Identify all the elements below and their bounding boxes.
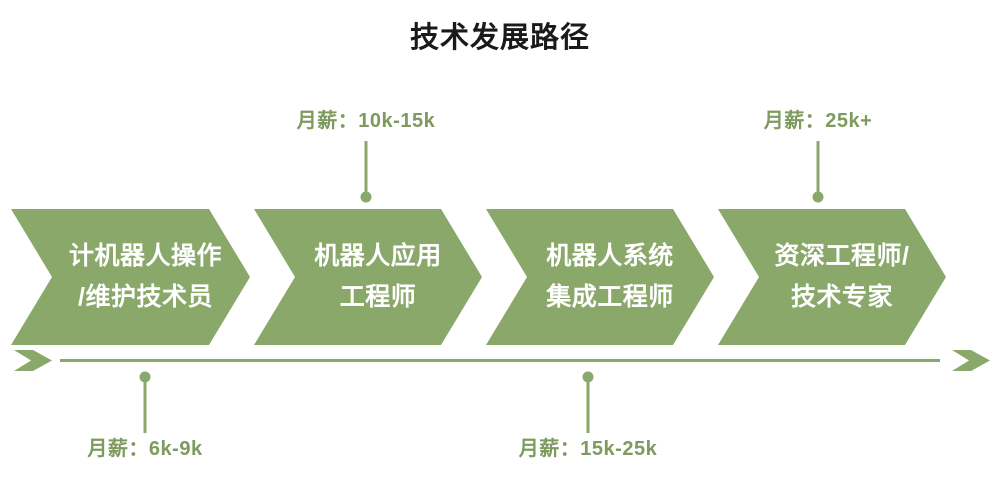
stage-label-1-line-1: 计机器人操作 (68, 242, 222, 270)
stage-chevron-2[interactable]: 机器人应用 工程师 (254, 209, 482, 345)
callout-stem-icon (143, 377, 147, 433)
callout-stem-icon (586, 377, 590, 433)
callout-stem-icon (364, 141, 368, 197)
callout-dot-icon (812, 191, 824, 203)
stage-label-3-line-2: 集成工程师 (546, 283, 674, 311)
timeline-end-arrow-icon (952, 350, 990, 371)
stage-chevron-1[interactable]: 计机器人操作 /维护技术员 (11, 209, 250, 345)
stage-label-1-line-2: /维护技术员 (78, 283, 213, 311)
stage-label-2-line-1: 机器人应用 (314, 242, 442, 270)
stage-chevron-3[interactable]: 机器人系统 集成工程师 (486, 209, 714, 345)
stage-label-3: 机器人系统 集成工程师 (526, 236, 674, 318)
stage-label-3-line-1: 机器人系统 (546, 242, 674, 270)
stage-chevron-4[interactable]: 资深工程师/ 技术专家 (718, 209, 946, 345)
callout-dot-icon (360, 191, 372, 203)
salary-label-stage-4: 月薪：25k+ (763, 110, 873, 132)
page-title: 技术发展路径 (409, 22, 590, 54)
salary-label-stage-2: 月薪：10k-15k (296, 110, 436, 132)
salary-label-stage-3: 月薪：15k-25k (518, 438, 658, 460)
callout-dot-icon (139, 371, 151, 383)
stage-label-4-line-2: 技术专家 (790, 283, 893, 311)
career-path-chevron-band: 计机器人操作 /维护技术员 机器人应用 工程师 机器人系统 集成工程师 资深工程… (0, 209, 1000, 345)
stage-label-4: 资深工程师/ 技术专家 (755, 236, 910, 318)
salary-label-stage-1: 月薪：6k-9k (87, 438, 203, 460)
timeline-start-arrow-icon (14, 350, 52, 371)
callout-dot-icon (582, 371, 594, 383)
timeline-axis (60, 359, 940, 362)
stage-label-4-line-1: 资深工程师/ (774, 242, 910, 270)
stage-label-2: 机器人应用 工程师 (294, 236, 442, 318)
stage-label-1: 计机器人操作 /维护技术员 (39, 236, 222, 318)
callout-stem-icon (816, 141, 820, 197)
stage-label-2-line-2: 工程师 (339, 283, 417, 311)
